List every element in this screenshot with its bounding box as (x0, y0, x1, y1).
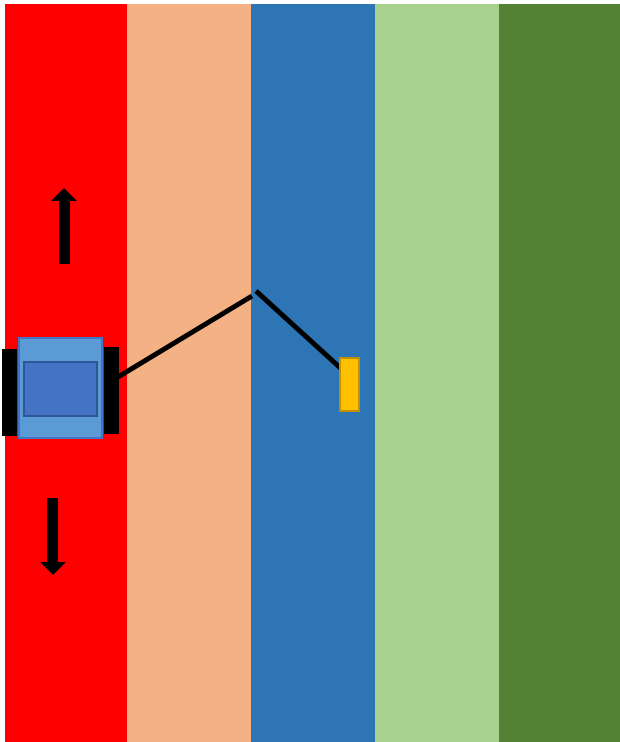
lane-peach (127, 4, 251, 742)
vehicle-top-panel (23, 361, 98, 417)
jointed-arm-icon (116, 289, 360, 386)
lane-light-green (375, 4, 499, 742)
lane-strips (5, 4, 620, 742)
lane-dark-green (499, 4, 620, 742)
right-wheel (104, 347, 119, 434)
robot-vehicle-icon (2, 337, 119, 439)
left-wheel (2, 349, 17, 436)
arrow-down-icon (40, 498, 66, 575)
yellow-target-block-icon (339, 357, 360, 412)
arrow-up-icon (51, 188, 77, 264)
